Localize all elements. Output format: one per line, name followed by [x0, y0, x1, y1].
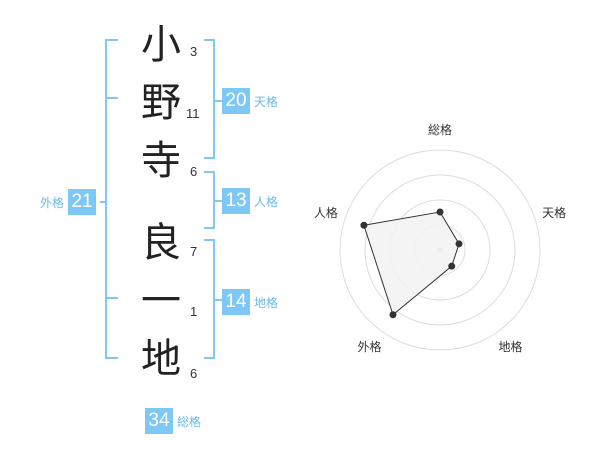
- stroke-count-4: 7: [190, 244, 198, 259]
- radar-ring-3: [364, 174, 516, 326]
- stroke-count-5: 1: [190, 304, 198, 319]
- chikaku-label: 地格: [254, 295, 279, 310]
- name-char-2: 野: [141, 80, 181, 126]
- gaikaku-badge: 外格 21: [40, 189, 97, 215]
- stroke-count-6: 6: [190, 366, 198, 381]
- radar-axis-label-2: 天格: [542, 205, 566, 220]
- soukaku-label: 総格: [177, 414, 202, 429]
- stroke-count-3: 6: [190, 164, 198, 179]
- stroke-count-1: 3: [190, 44, 198, 59]
- stroke-count-2: 11: [186, 106, 200, 121]
- soukaku-badge: 34 総格: [145, 408, 201, 434]
- chikaku-value: 14: [222, 289, 250, 315]
- jinkaku-badge: 13 人格: [222, 188, 278, 214]
- radar-axis-label-4: 外格: [357, 339, 381, 354]
- radar-point-1: [436, 208, 444, 216]
- radar-ring-4: [339, 149, 541, 351]
- radar-axis-label-1: 総格: [428, 122, 452, 137]
- tenkaku-label: 天格: [254, 94, 279, 109]
- tenkaku-value: 20: [222, 88, 250, 114]
- name-char-6: 地: [141, 336, 181, 382]
- jinkaku-value: 13: [222, 188, 250, 214]
- radar-axis-label-5: 人格: [314, 205, 338, 220]
- chikaku-badge: 14 地格: [222, 289, 278, 315]
- radar-axis-label-3: 地格: [499, 339, 523, 354]
- radar-point-3: [448, 262, 456, 270]
- name-char-5: 一: [141, 278, 181, 324]
- name-char-4: 良: [141, 220, 181, 266]
- name-char-1: 小: [141, 22, 181, 68]
- name-char-3: 寺: [141, 138, 181, 184]
- gaikaku-label: 外格: [40, 195, 65, 210]
- tenkaku-badge: 20 天格: [222, 88, 278, 114]
- radar-area: [363, 211, 460, 316]
- soukaku-value: 34: [145, 408, 173, 434]
- radar-point-2: [455, 240, 463, 248]
- radar-point-4: [389, 311, 397, 319]
- jinkaku-label: 人格: [254, 194, 279, 209]
- radar-point-5: [360, 221, 368, 229]
- gaikaku-value: 21: [68, 189, 97, 215]
